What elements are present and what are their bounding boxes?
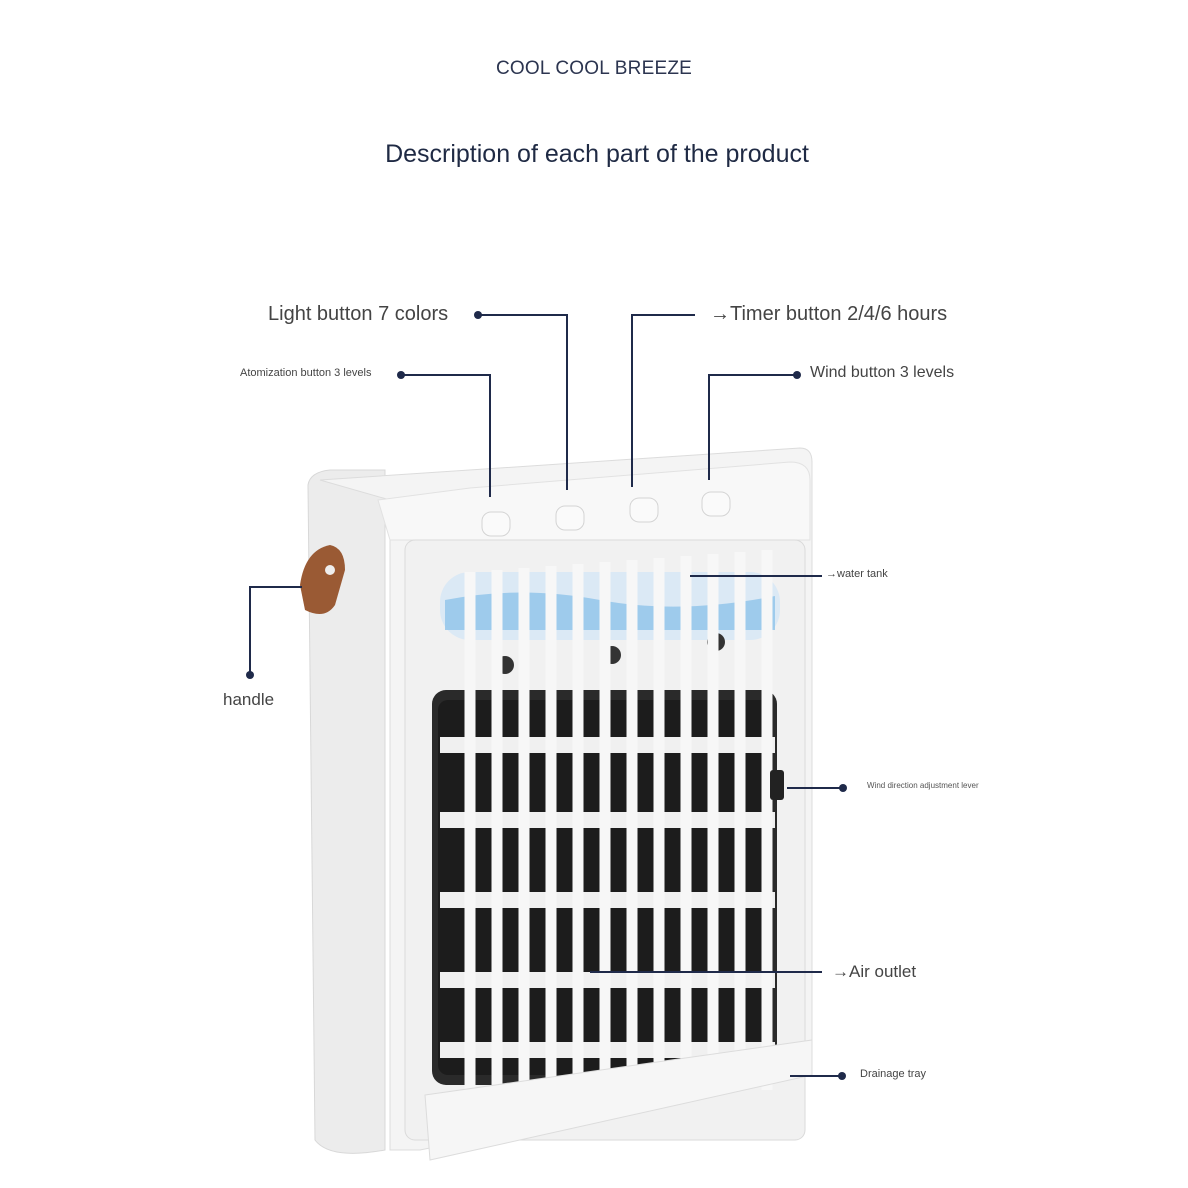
wind-direction-lever [770,770,784,800]
label-drainage-tray: Drainage tray [860,1068,927,1080]
marker-dot [474,311,482,319]
page-title: Description of each part of the product [385,140,809,168]
label-water-tank: →water tank [826,568,888,580]
marker-dot [793,371,801,379]
marker-dot [838,1072,846,1080]
timer-button [629,497,659,523]
wind-button [701,491,731,517]
brand-name: COOL COOL BREEZE [495,58,693,79]
marker-dot [397,371,405,379]
label-atomization-button: Atomization button 3 levels [240,367,372,379]
label-handle: handle [223,690,275,709]
atomization-button [481,511,511,537]
handle-strap [300,545,345,614]
label-timer-button: →Timer button 2/4/6 hours [710,303,948,325]
marker-dot [246,671,254,679]
light-button [555,505,585,531]
air-cooler-device [300,447,813,1161]
marker-dot [839,784,847,792]
label-air-outlet: →Air outlet [832,962,917,981]
label-wind-direction-lever: Wind direction adjustment lever [867,781,979,790]
leader-lines [249,314,843,1077]
label-light-button: Light button 7 colors [268,303,449,325]
label-wind-button: Wind button 3 levels [810,364,955,381]
